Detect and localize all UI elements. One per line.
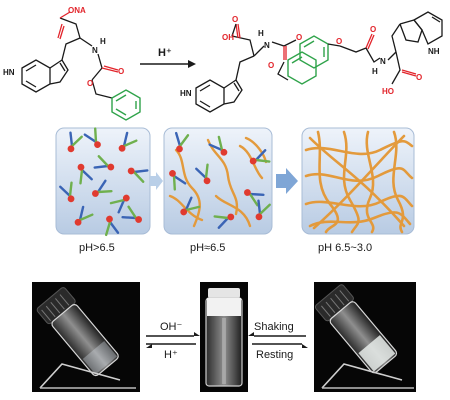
stage-1-label: pH>6.5 bbox=[79, 242, 115, 254]
amphiphile-molecule-a7 bbox=[92, 179, 113, 197]
amphiphile-molecule-a2 bbox=[118, 131, 138, 152]
amphiphile-molecule-a1 bbox=[83, 127, 101, 148]
amphiphile-molecule-b2 bbox=[249, 149, 271, 165]
amphiphile-molecule-a8 bbox=[109, 194, 130, 214]
amphiphile-molecule-a5 bbox=[127, 167, 149, 183]
amphiphile-molecule-b4 bbox=[195, 163, 211, 185]
arrow-label-oh: OH⁻ bbox=[160, 321, 183, 333]
product-carbonyl-o-label: O bbox=[296, 33, 302, 42]
product-ester-o-label: O bbox=[268, 61, 274, 70]
equilibrium-arrows-left bbox=[146, 332, 200, 348]
amphiphile-molecule-b7 bbox=[213, 213, 235, 229]
photo-gel-vial bbox=[200, 282, 248, 392]
stage-arrow-2 bbox=[276, 168, 298, 194]
arrow-label-resting: Resting bbox=[256, 349, 293, 361]
product-benzyl-link bbox=[327, 43, 341, 47]
amphiphile-molecule-a3 bbox=[77, 163, 93, 185]
reactant-phenyl bbox=[111, 89, 141, 121]
photo-gel-tilted-vial bbox=[314, 282, 416, 392]
amphiphile-molecule-b6 bbox=[180, 196, 201, 216]
reactant-o-ester-label: O bbox=[87, 79, 93, 88]
arrow-label-shaking: Shaking bbox=[254, 321, 294, 333]
amphiphile-molecule-a9 bbox=[74, 205, 94, 226]
arrow-label-h: H⁺ bbox=[164, 349, 178, 361]
amphiphile-molecule-b8 bbox=[255, 199, 271, 221]
stage-2-label: pH≈6.5 bbox=[190, 242, 225, 254]
reaction-arrow-label: H⁺ bbox=[158, 47, 172, 59]
amphiphile-molecule-b1 bbox=[208, 135, 228, 156]
stage-arrow-1 bbox=[150, 172, 163, 190]
reactant-molecule bbox=[21, 11, 119, 99]
stage-3-fibers bbox=[304, 130, 414, 234]
amphiphile-molecule-a4 bbox=[93, 155, 115, 171]
dimer-carbonyl-o-label: O bbox=[370, 25, 376, 34]
stage-panel-2 bbox=[163, 127, 273, 235]
stage-1-molecules bbox=[59, 127, 149, 237]
dimer-ester-o-label: O bbox=[336, 37, 342, 46]
reactant-hn-label: HN bbox=[3, 68, 15, 77]
dimer-acid-ho-label: HO bbox=[382, 87, 394, 96]
reactant-ona-label: ONA bbox=[68, 6, 86, 15]
amphiphile-molecule-b3 bbox=[169, 170, 187, 191]
equilibrium-arrows-right bbox=[248, 332, 308, 348]
amphiphile-molecule-a11 bbox=[121, 205, 142, 223]
reactant-h-label: H bbox=[100, 37, 106, 46]
product-molecule bbox=[195, 11, 443, 113]
dimer-acid-o-label: O bbox=[416, 73, 422, 82]
stage-3-label: pH 6.5~3.0 bbox=[318, 242, 372, 254]
product-amide-h-label: H bbox=[258, 29, 264, 38]
amphiphile-molecule-a0 bbox=[67, 131, 83, 153]
product-acid-oh-label: OH bbox=[222, 33, 234, 42]
dimer-amide-n-label: N bbox=[380, 57, 386, 66]
product-acid-o-label: O bbox=[232, 15, 238, 24]
amphiphile-molecule-b5 bbox=[244, 189, 265, 207]
product-ring-hn-label: HN bbox=[180, 89, 192, 98]
photo-solution-vial bbox=[32, 282, 140, 392]
stage-2-molecules bbox=[169, 131, 271, 229]
dimer-ring-nh-label: NH bbox=[428, 47, 440, 56]
amphiphile-molecule-a6 bbox=[59, 181, 75, 203]
reactant-o-carbonyl-label: O bbox=[118, 67, 124, 76]
dimer-amide-h-label: H bbox=[372, 67, 378, 76]
reactant-n-label: N bbox=[92, 46, 98, 55]
product-phenyls bbox=[287, 35, 329, 85]
amphiphile-molecule-a10 bbox=[104, 215, 120, 237]
reaction-arrow bbox=[140, 60, 196, 68]
amphiphile-molecule-b0 bbox=[174, 131, 190, 153]
product-amide-n-label: N bbox=[264, 41, 270, 50]
